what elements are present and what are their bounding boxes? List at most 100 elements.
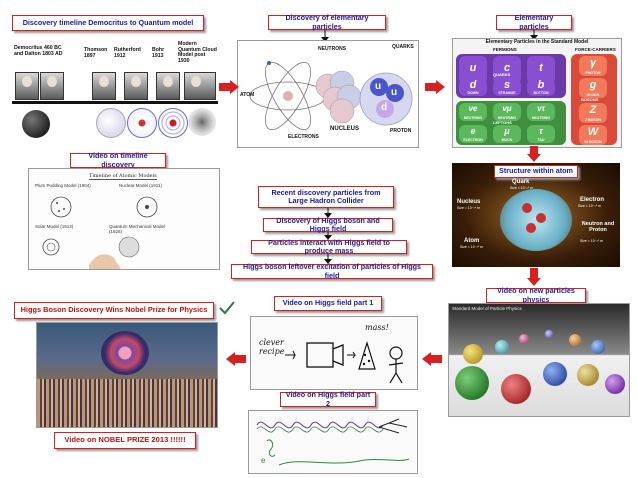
timeline-panel: Democritus 460 BC and Dalton 1803 AD Tho… [12, 36, 218, 146]
arrow-down-icon [321, 30, 329, 42]
timeline-label-quantum: Modern Quantum Cloud Model post 1930 [178, 41, 217, 65]
red-arrow-down-icon [527, 146, 541, 162]
quantum-portrait [184, 72, 216, 100]
higgs-sketch1 [285, 340, 404, 384]
whiteboard-item: Plum Pudding Model (1904) [35, 183, 91, 188]
red-arrow-right-icon [219, 80, 239, 94]
higgs-video1[interactable]: clever recipe mass! [250, 316, 418, 390]
quark-u1: u [375, 81, 382, 92]
carriers-label: FORCE-CARRIERS [575, 47, 616, 52]
higgs-video2-title[interactable]: Video on Higgs field part 2 [280, 391, 376, 407]
quark-u2: u [391, 87, 398, 98]
atom-diagram-svg [249, 61, 413, 131]
arrow-down-icon [324, 208, 332, 218]
nobel-video-title[interactable]: Video on NOBEL PRIZE 2013 !!!!!! [54, 432, 196, 449]
particle-sphere [455, 366, 489, 400]
neutron-label: Neutron and Proton [581, 221, 615, 233]
particle-sphere [569, 334, 581, 346]
quarks-group-label: QUARKS [493, 72, 511, 77]
neutron-ball [536, 213, 546, 223]
structure-title: Structure within atom [494, 165, 578, 178]
elementary-discovery-title: Discovery of elementary particles [268, 14, 386, 30]
label-quarks: QUARKS [392, 44, 414, 50]
label-atom: ATOM [240, 92, 255, 98]
arrow-down-icon [530, 30, 538, 40]
detector-ring [101, 331, 149, 375]
whiteboard-video[interactable]: Timeline of Atomic Models Plum Pudding M… [28, 168, 220, 270]
leptons-group-label: LEPTONS [493, 120, 512, 125]
red-arrow-left-icon [422, 352, 442, 366]
particle-sphere [495, 340, 509, 354]
timeline-label-bohr: Bohr 1913 [152, 47, 165, 59]
red-arrow-down-icon [527, 268, 541, 286]
plum-pudding-model-icon [96, 108, 126, 138]
higgs-video1-title[interactable]: Video on Higgs field part 1 [274, 296, 382, 311]
bohr-portrait [156, 72, 180, 100]
higgs-video2[interactable]: e [248, 410, 418, 474]
particle-sphere [463, 344, 483, 364]
particle-sphere [605, 374, 625, 394]
new-particles-video[interactable]: Standard Model of Particle Physics [448, 303, 630, 417]
solid-sphere-model-icon [22, 110, 50, 138]
particle-sphere [545, 330, 553, 338]
higgs-sketch2: e [256, 418, 410, 466]
rutherford-portrait [124, 72, 148, 100]
red-arrow-left-icon [226, 352, 246, 366]
timeline-title: Discovery timeline Democritus to Quantum… [12, 15, 204, 31]
atom-label: Atom [464, 238, 480, 244]
nucleus-label: Nucleus [457, 199, 481, 205]
elementary-title: Elementary particles [496, 14, 572, 30]
video-new-title[interactable]: Video on new particles physics [486, 287, 586, 303]
video-timeline-title[interactable]: Video on timeline discovery [70, 152, 166, 168]
bosons-group-label: BOSONS [581, 97, 599, 102]
sketch-word-mass: mass! [365, 323, 389, 332]
red-arrow-right-icon [425, 80, 445, 94]
higgs-discovery-box: Discovery of Higgs boson and Higgs field [263, 216, 393, 233]
label-electrons: ELECTRONS [288, 134, 319, 140]
whiteboard-item: Solar Model (1913) [35, 224, 74, 229]
whiteboard-title: Timeline of Atomic Models [89, 173, 157, 180]
timeline-label-rutherford: Rutherford 1912 [114, 47, 141, 59]
label-nucleus: NUCLEUS [330, 126, 360, 132]
democritus-portrait [15, 72, 39, 100]
rutherford-model-icon [127, 108, 157, 138]
atom-diagram: ATOM NEUTRONS QUARKS NUCLEUS PROTON ELEC… [237, 40, 419, 148]
sketch-word-recipe: clever recipe [259, 338, 285, 356]
label-neutrons: NEUTRONS [318, 46, 347, 52]
electron-label: Electron [580, 197, 605, 203]
neutron-size: Size = 10⁻¹⁵ m [580, 239, 604, 243]
interact-box: Particles interact with Higgs field to p… [251, 238, 407, 255]
standard-model-chart: Elementary Particles in the Standard Mod… [452, 38, 622, 148]
crowd [37, 379, 217, 427]
whiteboard-sketches [42, 196, 158, 269]
cloud-model-icon [188, 108, 216, 136]
particle-sphere [519, 334, 529, 344]
label-proton: PROTON [390, 128, 412, 134]
video-new-heading: Standard Model of Particle Physics [452, 306, 522, 311]
nobel-photo [36, 322, 218, 428]
whiteboard-item: Quantum Mechanical Model (1926) [109, 224, 166, 234]
nobel-title: Higgs Boson Discovery Wins Nobel Prize f… [14, 302, 214, 319]
dalton-portrait [40, 72, 64, 100]
timeline-line [12, 101, 218, 104]
particle-sphere [591, 340, 605, 354]
particle-sphere [577, 364, 599, 386]
quark-label: Quark [512, 179, 530, 185]
atom-structure-image: Structure within atom Quark Size < 10⁻¹⁸… [452, 163, 620, 267]
thomson-portrait [92, 72, 116, 100]
whiteboard-item: Nuclear Model (1911) [119, 183, 162, 188]
quark-d: d [381, 102, 388, 113]
checkmark-icon [219, 301, 235, 315]
